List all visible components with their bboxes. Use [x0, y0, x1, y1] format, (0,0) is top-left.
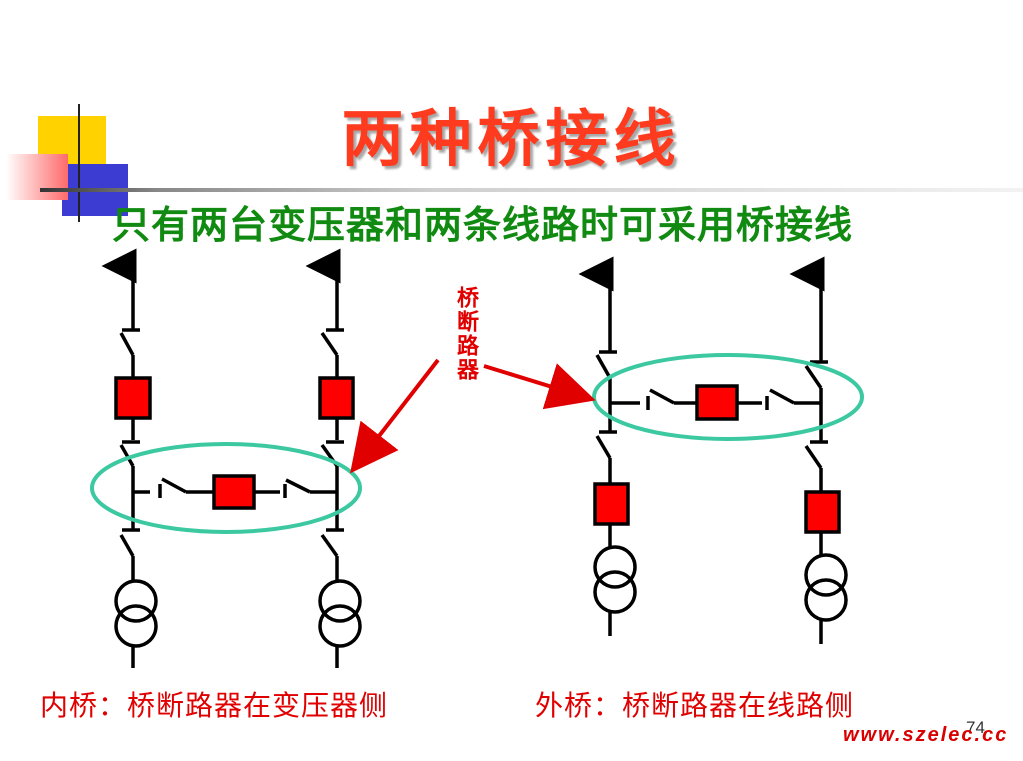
inner-left-transformer [114, 579, 158, 623]
inner-bridge-diagram [101, 248, 362, 668]
outer-left-transformer [593, 545, 637, 589]
outer-right-transformer [804, 553, 848, 597]
watermark: www.szelec.cc [843, 724, 1009, 746]
page-number: 74 [966, 718, 985, 737]
inner-right-transformer [318, 579, 362, 623]
bridge-breaker-label: 桥断路器 [453, 286, 479, 382]
inner-bridge-highlight [90, 442, 362, 534]
inner-left-line-breaker [114, 376, 152, 420]
caption-outer-bridge: 外桥：桥断路器在线路侧 [535, 689, 855, 722]
deco-pink-square [6, 154, 68, 200]
inner-left-transformer-disconnector [119, 534, 135, 557]
caption-inner-bridge: 内桥：桥断路器在变压器侧 [40, 689, 389, 722]
outer-left-transformer-breaker [593, 482, 630, 526]
outer-bridge-breaker [695, 384, 739, 421]
inner-right-line-breaker [318, 376, 355, 420]
inner-left-line-disconnector [119, 332, 135, 356]
pointer-arrow-inner [350, 358, 440, 474]
outer-right-transformer-breaker [804, 490, 841, 534]
pointer-arrow-outer [483, 363, 596, 410]
deco-vertical-line [78, 104, 80, 222]
page-title: 两种桥接线 [341, 102, 682, 175]
deco-horizontal-line [40, 188, 1023, 192]
page-subtitle: 只有两台变压器和两条线路时可采用桥接线 [112, 203, 854, 247]
inner-bridge-breaker [212, 474, 256, 510]
outer-bridge-diagram [578, 256, 848, 644]
